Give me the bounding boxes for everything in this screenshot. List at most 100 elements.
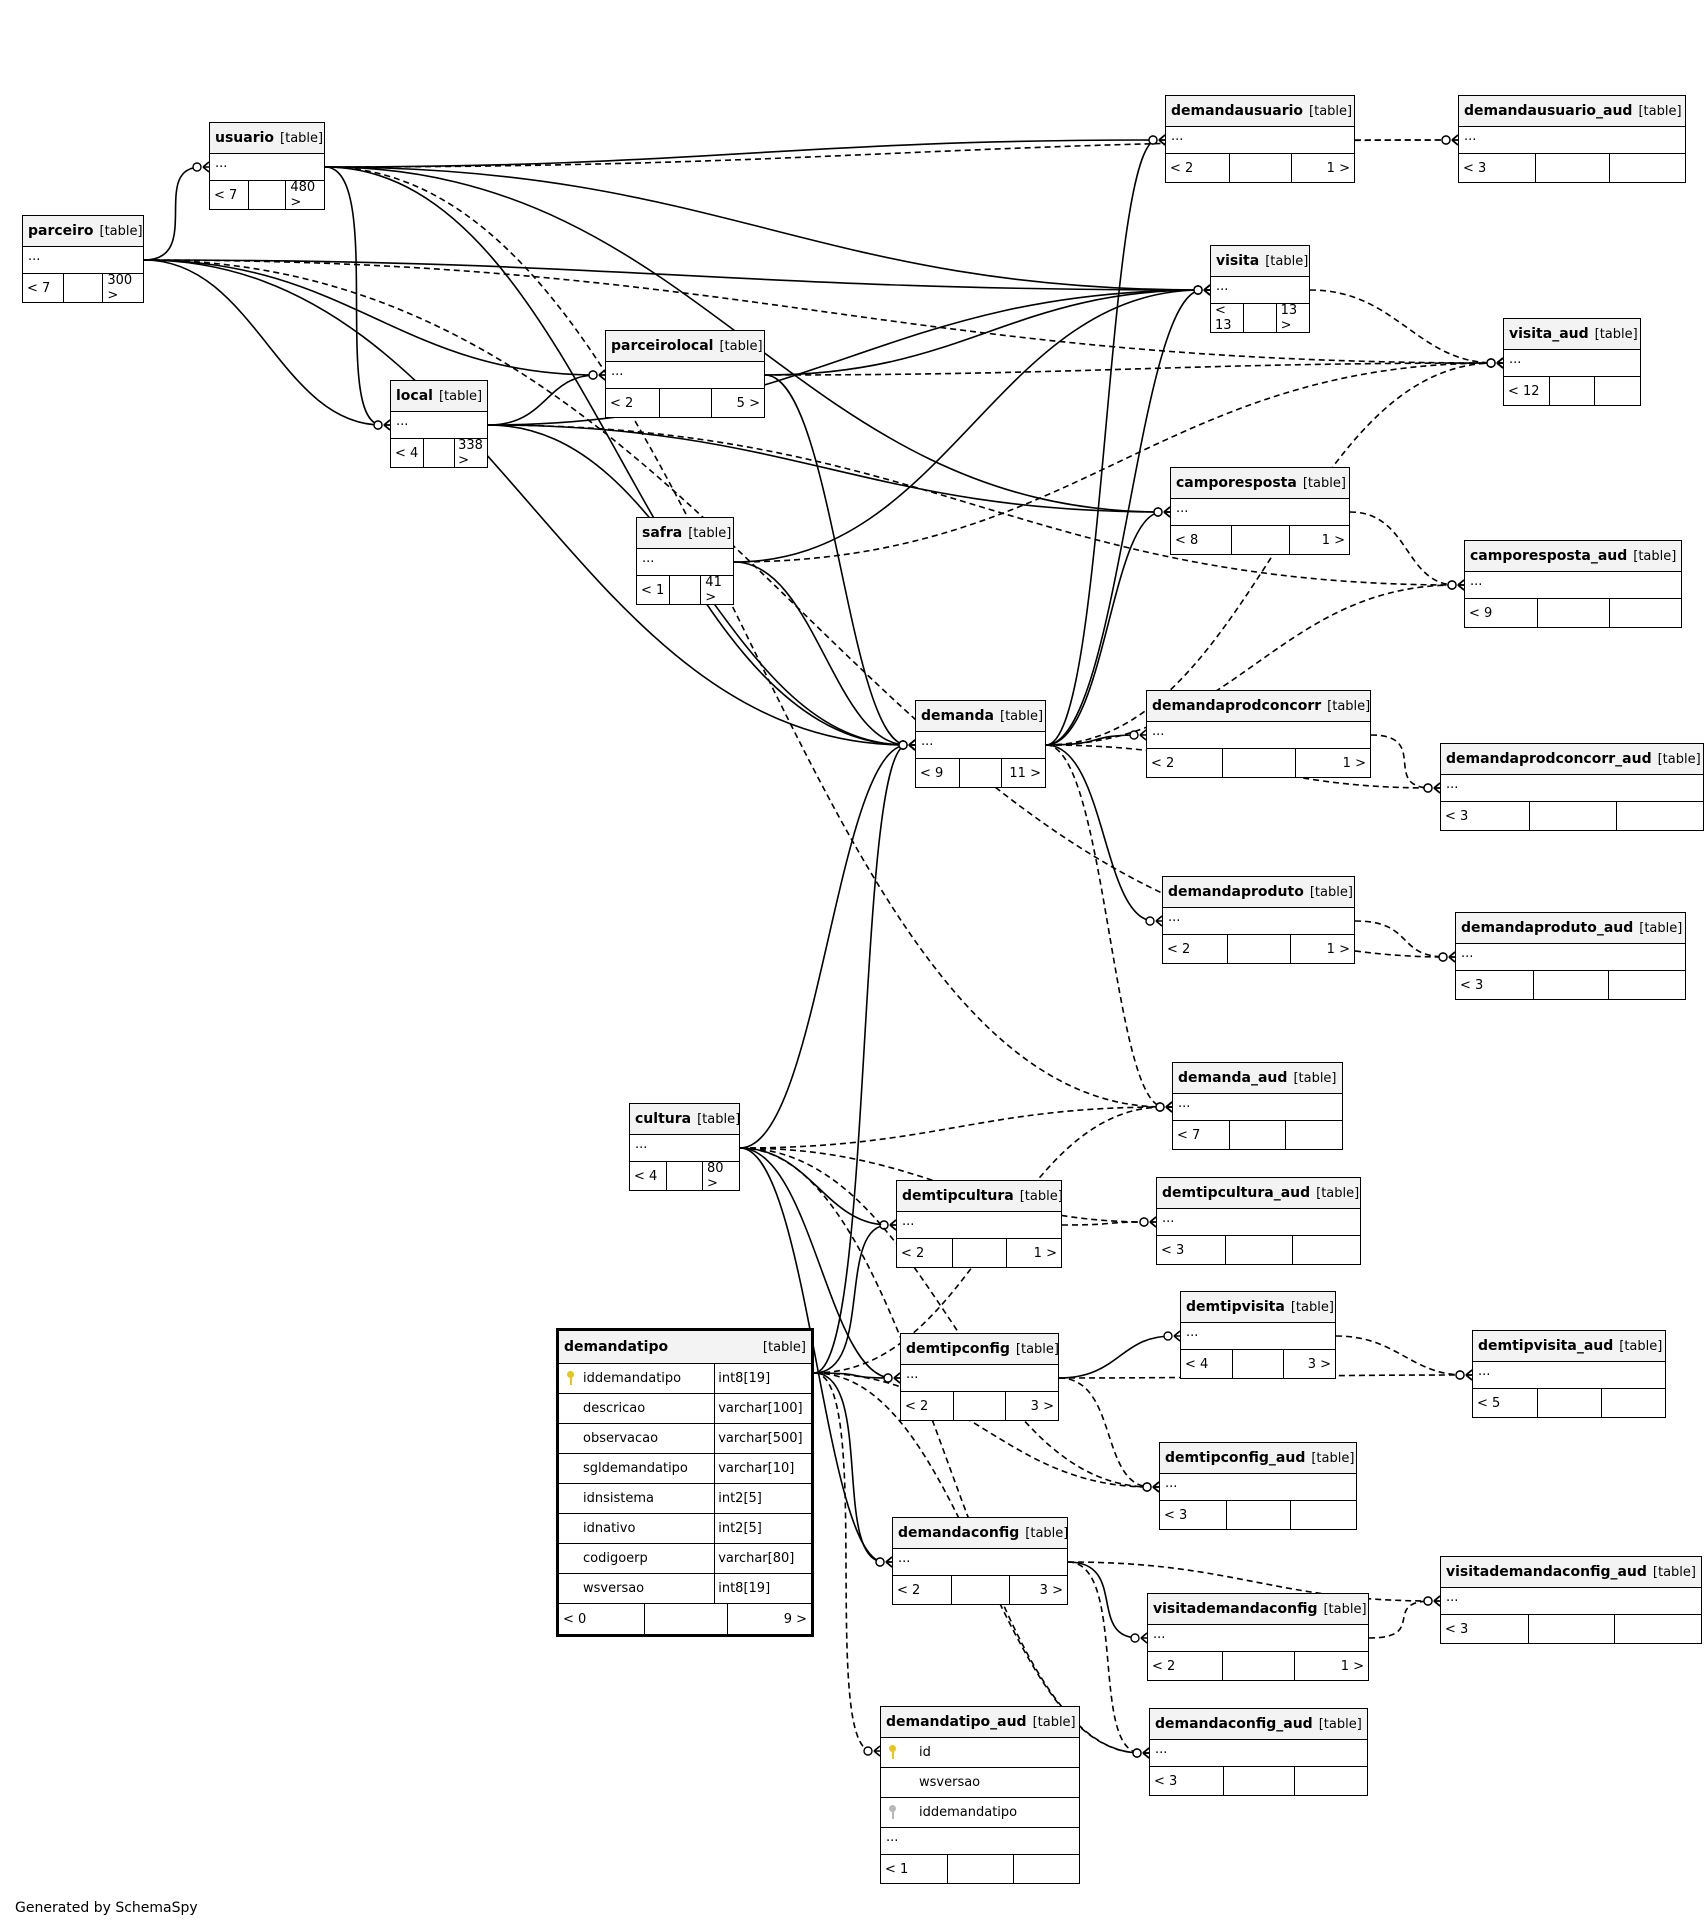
rows-count — [1538, 599, 1610, 627]
table-columns: ... — [1157, 1209, 1360, 1236]
table-demandaprodconcorr_aud[interactable]: demandaprodconcorr_aud[table] ... < 3 — [1440, 743, 1704, 831]
rows-count — [948, 1855, 1014, 1883]
cardinality-marker — [1153, 507, 1163, 517]
table-demandausuario_aud[interactable]: demandausuario_aud[table] ... < 3 — [1458, 95, 1686, 183]
rows-count — [424, 439, 456, 467]
parents-count: < 3 — [1441, 802, 1531, 830]
table-demtipvisita_aud[interactable]: demtipvisita_aud[table] ... < 5 — [1472, 1330, 1666, 1418]
rows-count — [1223, 749, 1297, 777]
table-name: demandatipo_aud — [886, 1714, 1027, 1730]
relationship-demandaconfig-visitademandaconfig — [1067, 1561, 1140, 1639]
crowfoot-marker — [885, 1556, 893, 1568]
relationship-parceirolocal-demanda — [764, 374, 908, 746]
table-demanda_aud[interactable]: demanda_aud[table] ... < 7 — [1172, 1062, 1343, 1150]
relationship-demandaconfig-demandaconfig_aud — [1067, 1561, 1142, 1754]
table-type: [table] — [1311, 1450, 1355, 1466]
cardinality-marker — [192, 162, 202, 172]
table-name: camporesposta_aud — [1470, 548, 1628, 564]
parents-count: < 2 — [1166, 154, 1230, 182]
parents-count: < 7 — [210, 181, 249, 209]
column-type: varchar[80] — [718, 1551, 795, 1566]
cardinality-marker — [1130, 1633, 1140, 1643]
column-name: iddemandatipo — [919, 1805, 1018, 1820]
cardinality-marker — [1193, 285, 1203, 295]
table-demandaconfig_aud[interactable]: demandaconfig_aud[table] ... < 3 — [1149, 1708, 1368, 1796]
crowfoot-marker — [1140, 1632, 1148, 1644]
children-count: 1 > — [1321, 532, 1345, 548]
crowfoot-marker — [1149, 1216, 1157, 1228]
rows-count — [1224, 1767, 1296, 1795]
children-count — [1014, 1855, 1079, 1883]
cardinality-marker — [898, 740, 908, 750]
crowfoot-marker — [1173, 1330, 1181, 1342]
table-type: [table] — [1309, 884, 1353, 900]
table-camporesposta_aud[interactable]: camporesposta_aud[table] ... < 9 — [1464, 540, 1682, 628]
table-demtipcultura_aud[interactable]: demtipcultura_aud[table] ... < 3 — [1156, 1177, 1361, 1265]
children-count: 5 > — [736, 395, 760, 411]
children-count — [1617, 802, 1703, 830]
table-visitademandaconfig_aud[interactable]: visitademandaconfig_aud[table] ... < 3 — [1440, 1556, 1702, 1644]
table-type: [table] — [688, 525, 732, 541]
crowfoot-marker — [1496, 357, 1504, 369]
children-count: 300 > — [107, 273, 133, 303]
rows-count — [1223, 1652, 1296, 1680]
foreign-key-icon — [889, 1805, 896, 1819]
table-demandatipo_aud[interactable]: demandatipo_aud[table] id wsversao iddem… — [880, 1706, 1080, 1884]
children-count: 1 > — [1342, 755, 1366, 771]
relationship-usuario-local — [324, 166, 383, 426]
relationship-cultura-demtipcultura — [739, 1147, 889, 1226]
table-columns: ... — [1459, 127, 1685, 154]
relationship-usuario-demanda — [324, 166, 908, 746]
table-demtipconfig_aud[interactable]: demtipconfig_aud[table] ... < 3 — [1159, 1442, 1357, 1530]
table-name: demandaprodconcorr_aud — [1446, 751, 1652, 767]
table-demandaproduto_aud[interactable]: demandaproduto_aud[table] ... < 3 — [1455, 912, 1686, 1000]
rows-count — [1232, 526, 1291, 554]
table-name: demtipvisita — [1186, 1299, 1285, 1315]
relationship-safra-visita — [733, 289, 1203, 563]
table-columns: ... — [1504, 350, 1640, 377]
column-type: int8[19] — [718, 1581, 771, 1596]
table-type: [table] — [1265, 253, 1309, 269]
table-columns: ... — [893, 1549, 1067, 1576]
rows-count — [1550, 377, 1596, 405]
primary-key-icon — [567, 1371, 574, 1385]
children-count — [1293, 1236, 1360, 1264]
relationship-usuario-demandausuario_aud — [324, 139, 1451, 168]
parents-count: < 0 — [559, 1604, 645, 1634]
relationship-parceiro-visita_aud — [143, 259, 1496, 364]
rows-count — [1226, 1236, 1293, 1264]
parents-count: < 3 — [1459, 154, 1536, 182]
crowfoot-marker — [893, 1372, 901, 1384]
table-columns: ... — [1166, 127, 1354, 154]
table-type: [table] — [1302, 475, 1346, 491]
relationship-demtipconfig-demtipvisita — [1058, 1335, 1173, 1379]
relationship-visitademandaconfig-visitademandaconfig_aud — [1368, 1600, 1433, 1639]
parents-count: < 3 — [1157, 1236, 1227, 1264]
cardinality-marker — [1447, 580, 1457, 590]
table-visita_aud[interactable]: visita_aud[table] ... < 12 — [1503, 318, 1641, 406]
relationship-demandaconfig-visitademandaconfig_aud — [1067, 1561, 1433, 1602]
column-name: wsversao — [919, 1775, 981, 1790]
parents-count: < 4 — [391, 439, 424, 467]
table-type: [table] — [1309, 103, 1353, 119]
